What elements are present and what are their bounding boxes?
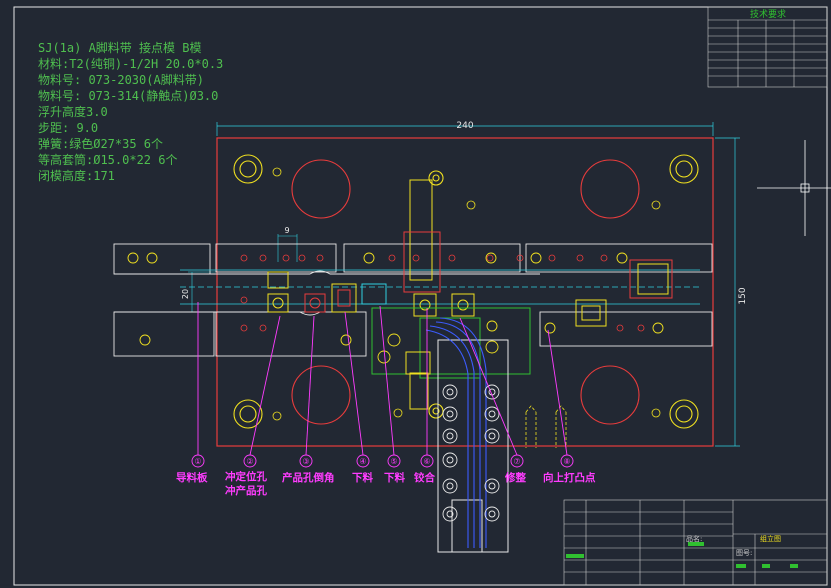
callout-label-7: 修整 bbox=[505, 472, 526, 484]
dimension-pitch bbox=[277, 234, 298, 262]
spec-line-float-height: 浮升高度3.0 bbox=[38, 105, 108, 119]
bolt-hole bbox=[442, 384, 500, 522]
callout-num-7: ⑦ bbox=[513, 457, 520, 466]
callout-num-4: ④ bbox=[359, 457, 366, 466]
crosshair-cursor-icon bbox=[757, 140, 831, 236]
spec-line-pitch: 步距: 9.0 bbox=[38, 121, 99, 135]
dimension-height-label: 150 bbox=[738, 287, 748, 304]
callout-label-1: 导料板 bbox=[176, 472, 208, 484]
bump-punch bbox=[525, 405, 567, 448]
title-block bbox=[563, 499, 828, 586]
tech-table-title: 技术要求 bbox=[750, 8, 786, 20]
station-punch bbox=[267, 259, 673, 327]
title-no-label: 图号: bbox=[736, 549, 752, 557]
spec-line-spring: 弹簧:绿色Ø27*35 6个 bbox=[38, 137, 164, 151]
dimension-height bbox=[715, 137, 740, 447]
dimension-strip bbox=[188, 271, 218, 313]
dimension-strip-label: 20 bbox=[181, 289, 190, 299]
dimension-width-label: 240 bbox=[456, 121, 473, 131]
callout-label-3: 产品孔倒角 bbox=[282, 472, 335, 484]
callout-label-2: 冲定位孔 冲产品孔 bbox=[225, 471, 267, 497]
spec-line-shut-height: 闭模高度:171 bbox=[38, 169, 115, 183]
title-name-label: 品名: bbox=[686, 534, 702, 543]
stripper-plate bbox=[113, 243, 713, 357]
callout-num-3: ③ bbox=[302, 457, 309, 466]
spec-line-sleeve: 等高套筒:Ø15.0*22 6个 bbox=[38, 153, 178, 167]
dimension-pitch-label: 9 bbox=[284, 226, 289, 235]
title-name-value: 组立图 bbox=[760, 534, 781, 543]
hinge-feeder bbox=[371, 179, 531, 553]
spec-line-title: SJ(1a) A脚料带 接点模 B模 bbox=[38, 41, 202, 55]
drawing-frame bbox=[13, 6, 828, 586]
spring-bore bbox=[291, 159, 640, 425]
dowel-pin bbox=[127, 252, 664, 364]
callout-label-5: 下料 bbox=[384, 472, 405, 484]
title-block-swatch bbox=[566, 542, 798, 568]
callout-num-2: ② bbox=[246, 457, 253, 466]
guide-post bbox=[233, 154, 699, 429]
tech-requirements-table bbox=[707, 6, 828, 88]
pilot-hole bbox=[240, 254, 645, 332]
dimension-width bbox=[216, 122, 714, 136]
callout-label-6: 铰合 bbox=[414, 472, 435, 484]
screw-hole bbox=[272, 167, 661, 421]
callout-num-6: ⑥ bbox=[423, 457, 430, 466]
callout-num-1: ① bbox=[194, 457, 201, 466]
callout-num-8: ⑧ bbox=[563, 457, 570, 466]
spec-line-part-no-1: 物料号: 073-2030(A脚料带) bbox=[38, 73, 204, 87]
callout-numbers: ① ② ③ ④ ⑤ ⑥ ⑦ ⑧ bbox=[194, 457, 570, 466]
callout-label-8: 向上打凸点 bbox=[543, 472, 596, 484]
callout-num-5: ⑤ bbox=[390, 457, 397, 466]
spec-line-part-no-2: 物料号: 073-314(静触点)Ø3.0 bbox=[38, 89, 219, 103]
die-plate bbox=[216, 137, 714, 447]
callout-label-4: 下料 bbox=[352, 472, 373, 484]
spec-line-material: 材料:T2(纯铜)-1/2H 20.0*0.3 bbox=[38, 57, 224, 71]
callout-leader bbox=[191, 302, 574, 468]
